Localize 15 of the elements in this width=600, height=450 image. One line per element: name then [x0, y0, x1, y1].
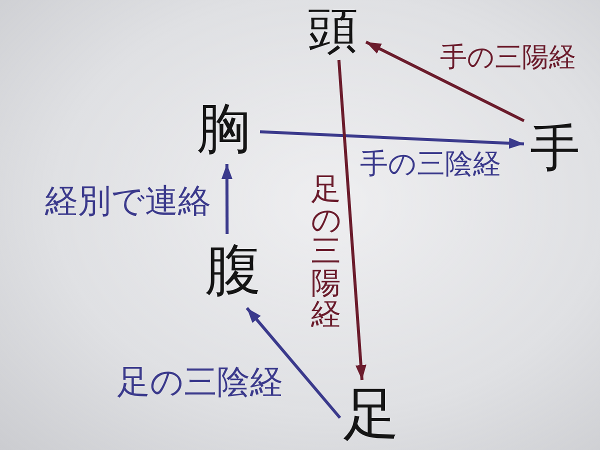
edge-label: 足の三陰経 — [117, 365, 283, 398]
edge-label: 手の三陰経 — [360, 150, 501, 178]
node-label: 頭 — [300, 0, 366, 60]
arrow — [221, 164, 232, 234]
arrow — [260, 130, 524, 149]
node-label: 手 — [524, 114, 586, 182]
node-label: 腹 — [200, 234, 266, 308]
edge-label: 足の三陽経 — [311, 174, 341, 330]
node-label: 足 — [340, 380, 402, 450]
arrow — [246, 307, 342, 419]
node-label: 胸 — [188, 94, 260, 164]
edge-label: 手の三陽経 — [440, 44, 576, 71]
edge-label: 経別で連絡 — [45, 184, 211, 217]
arrow — [365, 40, 525, 122]
arrow — [337, 60, 366, 380]
